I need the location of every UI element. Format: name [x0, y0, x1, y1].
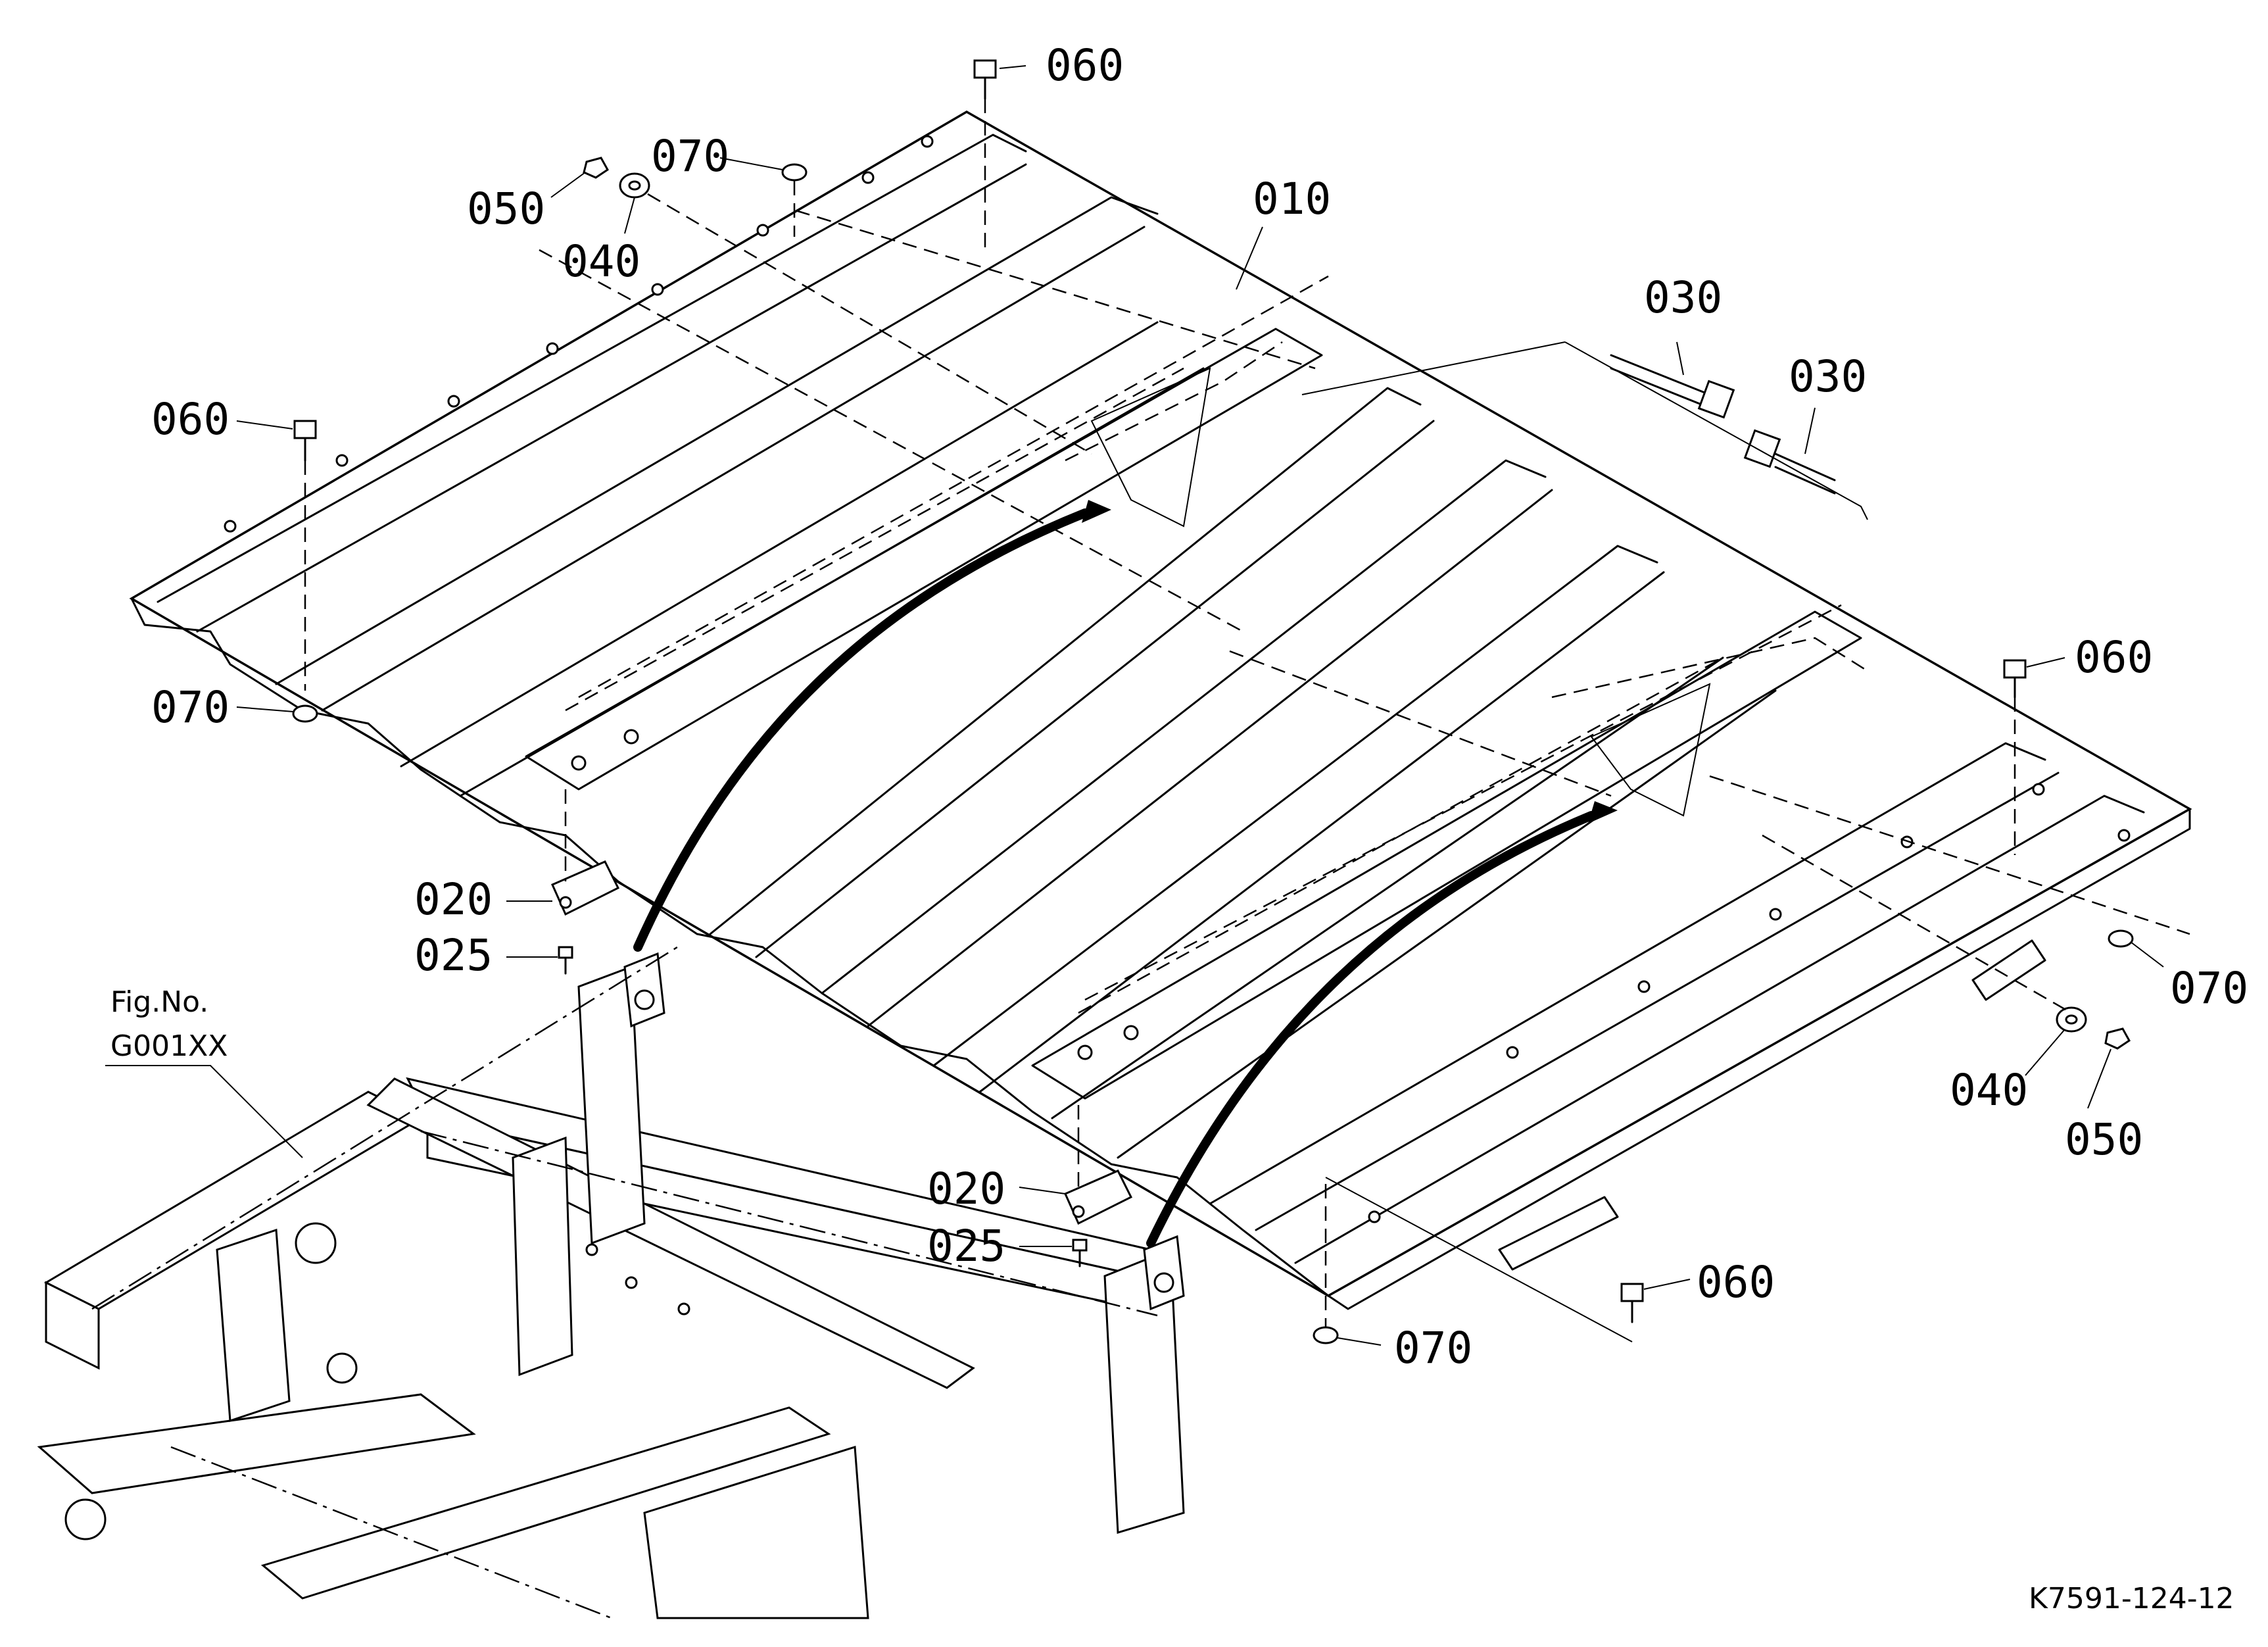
washer-040-left	[619, 172, 650, 199]
bolt-060-right	[2003, 659, 2027, 855]
nut-070-bottom	[1313, 1184, 1339, 1344]
bushing-020-left	[551, 789, 620, 916]
arrow-head-left	[1082, 500, 1111, 523]
callout-020-right: 020	[927, 1164, 1005, 1214]
callout-060-right: 060	[2075, 632, 2153, 683]
nut-050-right	[2104, 1027, 2131, 1050]
washer-040-right	[2056, 1006, 2087, 1033]
callout-020-left: 020	[414, 874, 493, 925]
figure-ref-line2: G001XX	[110, 1029, 228, 1063]
bolt-030-a	[1610, 354, 1735, 419]
callout-070-left: 070	[151, 682, 229, 733]
drawing-code: K7591-124-12	[2029, 1582, 2234, 1615]
figure-reference: Fig.No. G001XX	[110, 985, 228, 1063]
deck-panel	[129, 110, 2192, 1310]
callout-070-right: 070	[2170, 963, 2248, 1014]
callout-labels: 060 070 050 040 010 030 030 060 070 060 …	[151, 40, 2248, 1373]
callout-040-right: 040	[1950, 1065, 2028, 1116]
leader-lines	[105, 65, 2164, 1346]
callout-025-right: 025	[927, 1221, 1005, 1271]
figure-ref-line1: Fig.No.	[110, 985, 208, 1019]
slide-rail-left	[525, 328, 1323, 791]
assembly-arrow-right	[1146, 811, 1596, 1248]
callout-030-b: 030	[1789, 351, 1867, 402]
nut-070-left	[292, 704, 318, 723]
bolt-060-top	[973, 59, 997, 250]
callout-025-left: 025	[414, 930, 493, 981]
callout-060-top: 060	[1046, 40, 1124, 91]
bolt-060-bottom	[1620, 1283, 1644, 1323]
callout-040-left: 040	[562, 236, 640, 287]
bolt-025-left	[558, 946, 573, 975]
slide-rail-right	[1031, 610, 1868, 1100]
callout-060-left: 060	[151, 394, 229, 445]
nut-070-top	[781, 163, 808, 237]
bushing-020-right	[1064, 1105, 1133, 1225]
nut-050-left	[583, 157, 609, 179]
chassis-frame	[37, 946, 1185, 1619]
deck-bolt-holes	[224, 135, 2131, 1223]
nut-070-right	[2108, 929, 2134, 948]
callout-030-a: 030	[1644, 272, 1722, 323]
callout-010: 010	[1253, 174, 1331, 224]
callout-050-left: 050	[467, 184, 545, 234]
callout-060-bottom: 060	[1697, 1257, 1775, 1308]
callout-070-top: 070	[651, 131, 729, 182]
bolt-025-right	[1072, 1239, 1088, 1267]
arrow-head-right	[1588, 801, 1618, 823]
assembly-arrow-left	[633, 508, 1090, 952]
callout-070-bottom: 070	[1394, 1323, 1472, 1373]
callout-050-right: 050	[2065, 1114, 2143, 1165]
bolt-060-left	[293, 420, 317, 691]
